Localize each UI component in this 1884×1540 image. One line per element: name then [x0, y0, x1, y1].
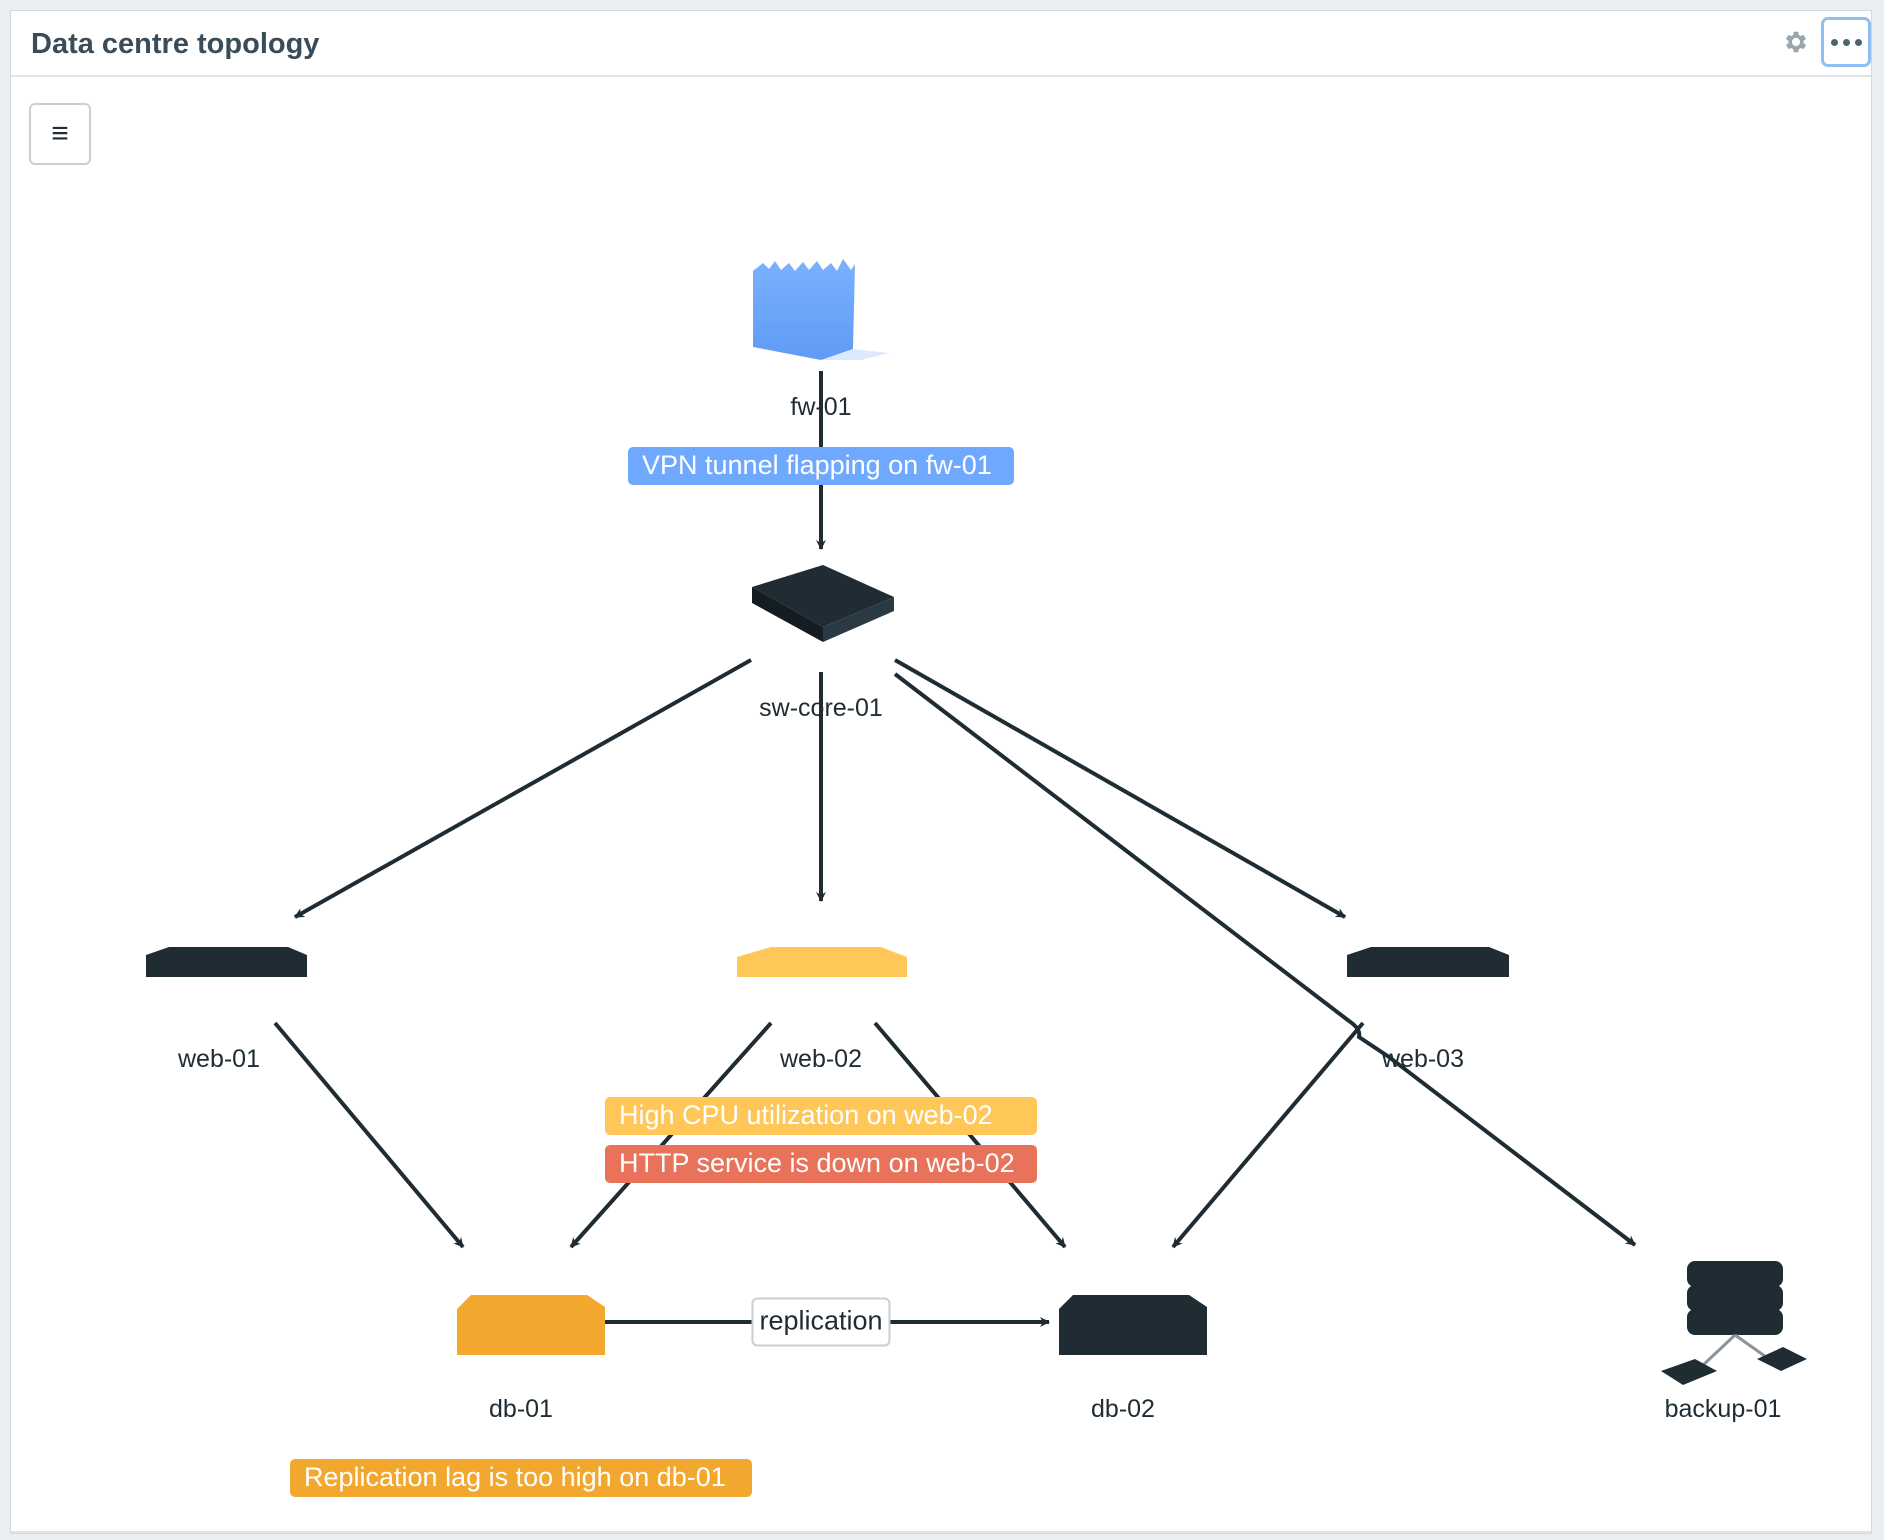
problem-badge-cpu[interactable]: High CPU utilization on web-02 [605, 1097, 1037, 1135]
node-label-db01: db-01 [489, 1395, 553, 1423]
node-label-web01: web-01 [178, 1045, 260, 1073]
map-canvas: ≡ fw-01 sw-core-01 web-01 web-02 web-03 … [11, 77, 1871, 1533]
database-server-icon [457, 1295, 605, 1355]
problem-badge-replication[interactable]: Replication lag is too high on db-01 [290, 1459, 752, 1497]
link-web03-db02[interactable] [1171, 1021, 1365, 1249]
problem-badge-vpn[interactable]: VPN tunnel flapping on fw-01 [628, 447, 1014, 485]
gear-icon [1785, 31, 1807, 53]
more-button[interactable] [1821, 17, 1871, 67]
hamburger-menu-icon: ≡ [51, 117, 69, 150]
server-icon [737, 947, 907, 977]
link-label-replication: replication [751, 1297, 891, 1347]
link-swcore01-web01[interactable] [294, 658, 752, 919]
server-icon [1347, 947, 1509, 977]
settings-button[interactable] [1771, 17, 1821, 67]
widget-title: Data centre topology [31, 28, 320, 60]
node-web02[interactable] [737, 947, 907, 977]
widget-header: Data centre topology [11, 11, 1871, 77]
node-label-fw01: fw-01 [790, 393, 852, 421]
more-dots-icon [1830, 38, 1862, 46]
link-web02-db02[interactable] [873, 1021, 1067, 1249]
navigation-menu-button[interactable]: ≡ [29, 103, 91, 165]
problem-badge-http[interactable]: HTTP service is down on web-02 [605, 1145, 1037, 1183]
link-web02-db01[interactable] [569, 1021, 773, 1249]
node-web01[interactable] [146, 947, 307, 977]
node-db01[interactable] [457, 1295, 605, 1355]
links [273, 371, 1637, 1327]
topology-widget: Data centre topology [10, 10, 1872, 1534]
node-backup01[interactable] [1661, 1261, 1807, 1385]
topology-map [146, 259, 1807, 1385]
node-label-web03: web-03 [1382, 1045, 1464, 1073]
node-label-swcore01: sw-core-01 [759, 694, 883, 722]
link-web01-db01[interactable] [273, 1021, 465, 1249]
node-swcore01[interactable] [752, 565, 894, 642]
node-label-backup01: backup-01 [1664, 1395, 1782, 1423]
node-fw01[interactable] [753, 259, 889, 360]
storage-rack-icon [1661, 1261, 1807, 1385]
link-swcore01-web03[interactable] [894, 658, 1346, 919]
server-icon [146, 947, 307, 977]
node-db02[interactable] [1059, 1295, 1207, 1355]
node-label-web02: web-02 [780, 1045, 862, 1073]
database-server-icon [1059, 1295, 1207, 1355]
node-web03[interactable] [1347, 947, 1509, 977]
firewall-icon [753, 259, 889, 360]
node-label-db02: db-02 [1091, 1395, 1155, 1423]
switch-icon [752, 565, 894, 642]
